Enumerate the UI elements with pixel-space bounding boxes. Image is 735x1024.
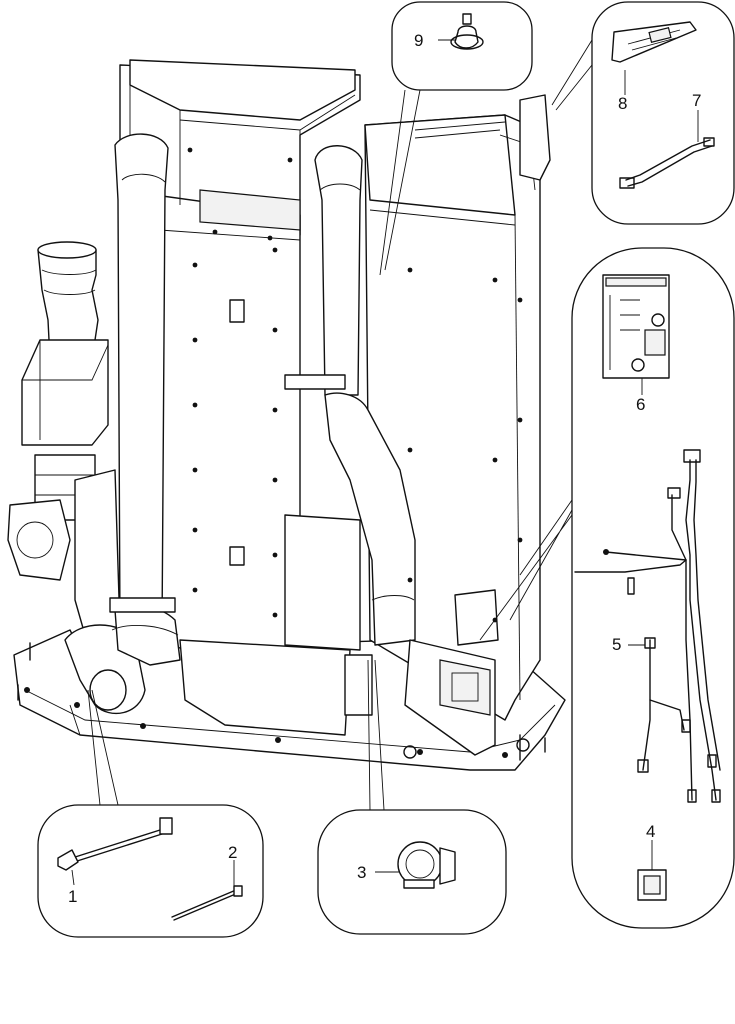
callout-number-5: 5 bbox=[612, 635, 621, 654]
callout-bubble-7-8 bbox=[591, 1, 735, 225]
callout-number-6: 6 bbox=[636, 395, 645, 414]
callout-number-8: 8 bbox=[618, 94, 627, 113]
callout-number-3: 3 bbox=[357, 863, 366, 882]
callout-labels: 1 2 3 4 5 6 7 8 9 bbox=[68, 31, 701, 906]
leader-lines bbox=[87, 39, 597, 811]
callout-bubble-9 bbox=[391, 1, 533, 91]
callout-number-7: 7 bbox=[692, 91, 701, 110]
callout-number-1: 1 bbox=[68, 887, 77, 906]
main-unit bbox=[7, 59, 566, 771]
callout-bubble-3 bbox=[317, 809, 507, 935]
callout-bubble-4-5-6 bbox=[571, 247, 735, 929]
callout-number-9: 9 bbox=[414, 31, 423, 50]
callout-number-4: 4 bbox=[646, 822, 655, 841]
callout-bubble-1-2 bbox=[37, 804, 264, 938]
callout-number-2: 2 bbox=[228, 843, 237, 862]
